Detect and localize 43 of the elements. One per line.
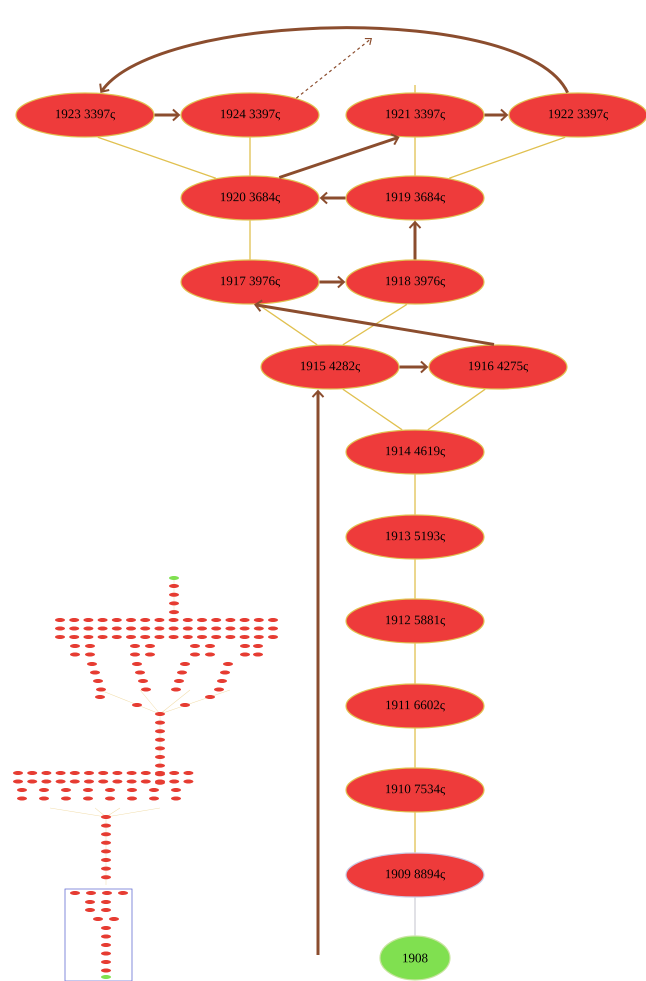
ellipse-node: 1912 5881ς — [345, 598, 485, 644]
arrow — [320, 192, 346, 204]
ellipse-node: 1922 3397ς — [508, 92, 646, 138]
ellipse-node: 1923 3397ς — [15, 92, 155, 138]
arrow — [484, 108, 508, 122]
connector-line — [414, 728, 416, 768]
ellipse-node: 1909 8894ς — [345, 852, 485, 898]
connector-line — [414, 898, 416, 936]
connector-line — [414, 474, 416, 514]
ellipse-node: 1918 3976ς — [345, 259, 485, 305]
connector-line — [414, 560, 416, 598]
connector-line — [414, 644, 416, 684]
ellipse-node: 1914 4619ς — [345, 429, 485, 475]
connector-line — [249, 138, 251, 176]
ellipse-node: 1924 3397ς — [180, 92, 320, 138]
connector-line — [414, 84, 416, 92]
connector-line — [448, 136, 566, 179]
connector-line — [427, 388, 486, 430]
connector-line — [342, 388, 403, 430]
connector-line — [414, 138, 416, 176]
arrow — [320, 276, 346, 288]
ellipse-node: 1915 4282ς — [260, 344, 400, 390]
arrow — [296, 38, 372, 99]
ellipse-node: 1917 3976ς — [180, 259, 320, 305]
arrow — [278, 133, 400, 179]
ellipse-node: 1910 7534ς — [345, 767, 485, 813]
ellipse-node: 1920 3684ς — [180, 175, 320, 221]
ellipse-node: 1916 4275ς — [428, 344, 568, 390]
arrow — [254, 300, 494, 346]
ellipse-node: 1921 3397ς — [345, 92, 485, 138]
ellipse-node: 1913 5193ς — [345, 514, 485, 560]
ellipse-node: 1911 6602ς — [345, 683, 485, 729]
arrow — [154, 108, 180, 122]
connector-line — [98, 136, 216, 179]
connector-line — [414, 812, 416, 852]
ellipse-node: 1908 — [379, 935, 451, 981]
ellipse-node: 1919 3684ς — [345, 175, 485, 221]
arrow — [408, 220, 422, 260]
arrow — [400, 360, 428, 374]
connector-line — [249, 220, 251, 260]
arrow — [99, 26, 569, 94]
connector-line — [342, 304, 408, 346]
arrow — [312, 390, 324, 955]
